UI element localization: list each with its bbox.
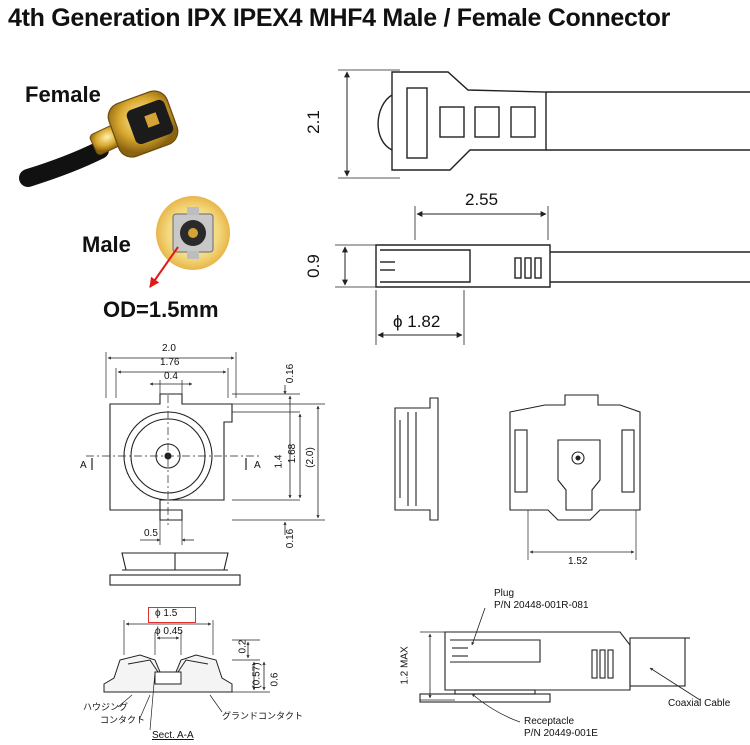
dim-inner-width-1-76: 1.76 (160, 357, 180, 368)
plug-front-view (509, 394, 641, 560)
male-connector-photo (156, 196, 230, 270)
plug-part-number: P/N 20448-001R-081 (494, 600, 589, 611)
dim-pin-diameter-0-45: ϕ 0.45 (155, 626, 183, 637)
page-title: 4th Generation IPX IPEX4 MHF4 Male / Fem… (8, 4, 671, 32)
od-highlight-box (148, 607, 196, 623)
dim-height-2-1: 2.1 (303, 110, 323, 134)
dim-profile-0-9: 0.9 (303, 254, 323, 278)
receptacle-title: Receptacle (524, 716, 575, 727)
dim-mid-0-57: (0.57) (251, 662, 263, 689)
female-top-view (338, 69, 750, 179)
dim-diameter-1-82: ϕ 1.82 (393, 312, 441, 331)
dim-bottom-margin-0-16: 0.16 (285, 528, 297, 549)
receptacle-part-number: P/N 20449-001E (524, 728, 598, 739)
od-arrow (149, 246, 179, 288)
dim-pin-width-0-4: 0.4 (164, 371, 178, 382)
dim-max-height-1-2: 1.2 MAX (399, 646, 411, 685)
section-marker-left: A (80, 460, 87, 471)
dim-length-2-55: 2.55 (465, 190, 499, 209)
dim-mid-height-1-68: 1.68 (287, 443, 299, 464)
receptacle-side-view (109, 552, 241, 586)
receptacle-top-view (86, 352, 325, 545)
female-label: Female (25, 82, 101, 107)
dim-width-2-0: 2.0 (162, 343, 176, 354)
plug-side-view (394, 397, 439, 521)
dim-top-margin-0-16: 0.16 (285, 363, 297, 384)
dim-height-0-6: 0.6 (269, 672, 281, 687)
mated-assembly-view (419, 607, 701, 723)
female-side-profile (335, 206, 750, 345)
section-marker-right: A (254, 460, 261, 471)
dim-gap-0-2: 0.2 (237, 639, 249, 654)
dim-inner-height-1-4: 1.4 (273, 454, 285, 469)
dim-total-height-2-0: (2.0) (304, 447, 316, 468)
dim-outer-diameter-1-5: ϕ 1.5 (155, 608, 178, 619)
dim-plug-width-1-52: 1.52 (568, 556, 588, 567)
dim-tab-width-0-5: 0.5 (144, 528, 158, 539)
callout-housing: ハウジング (83, 702, 129, 712)
section-caption: Sect. A-A (152, 730, 194, 741)
plug-title: Plug (494, 588, 515, 599)
callout-ground-contact: グランドコンタクト (222, 711, 304, 721)
section-a-a-view (103, 620, 270, 731)
od-label: OD=1.5mm (103, 297, 219, 322)
callout-contact: コンタクト (100, 715, 146, 725)
male-label: Male (82, 232, 131, 257)
female-connector-photo (19, 90, 179, 187)
coaxial-cable-label: Coaxial Cable (668, 698, 731, 709)
